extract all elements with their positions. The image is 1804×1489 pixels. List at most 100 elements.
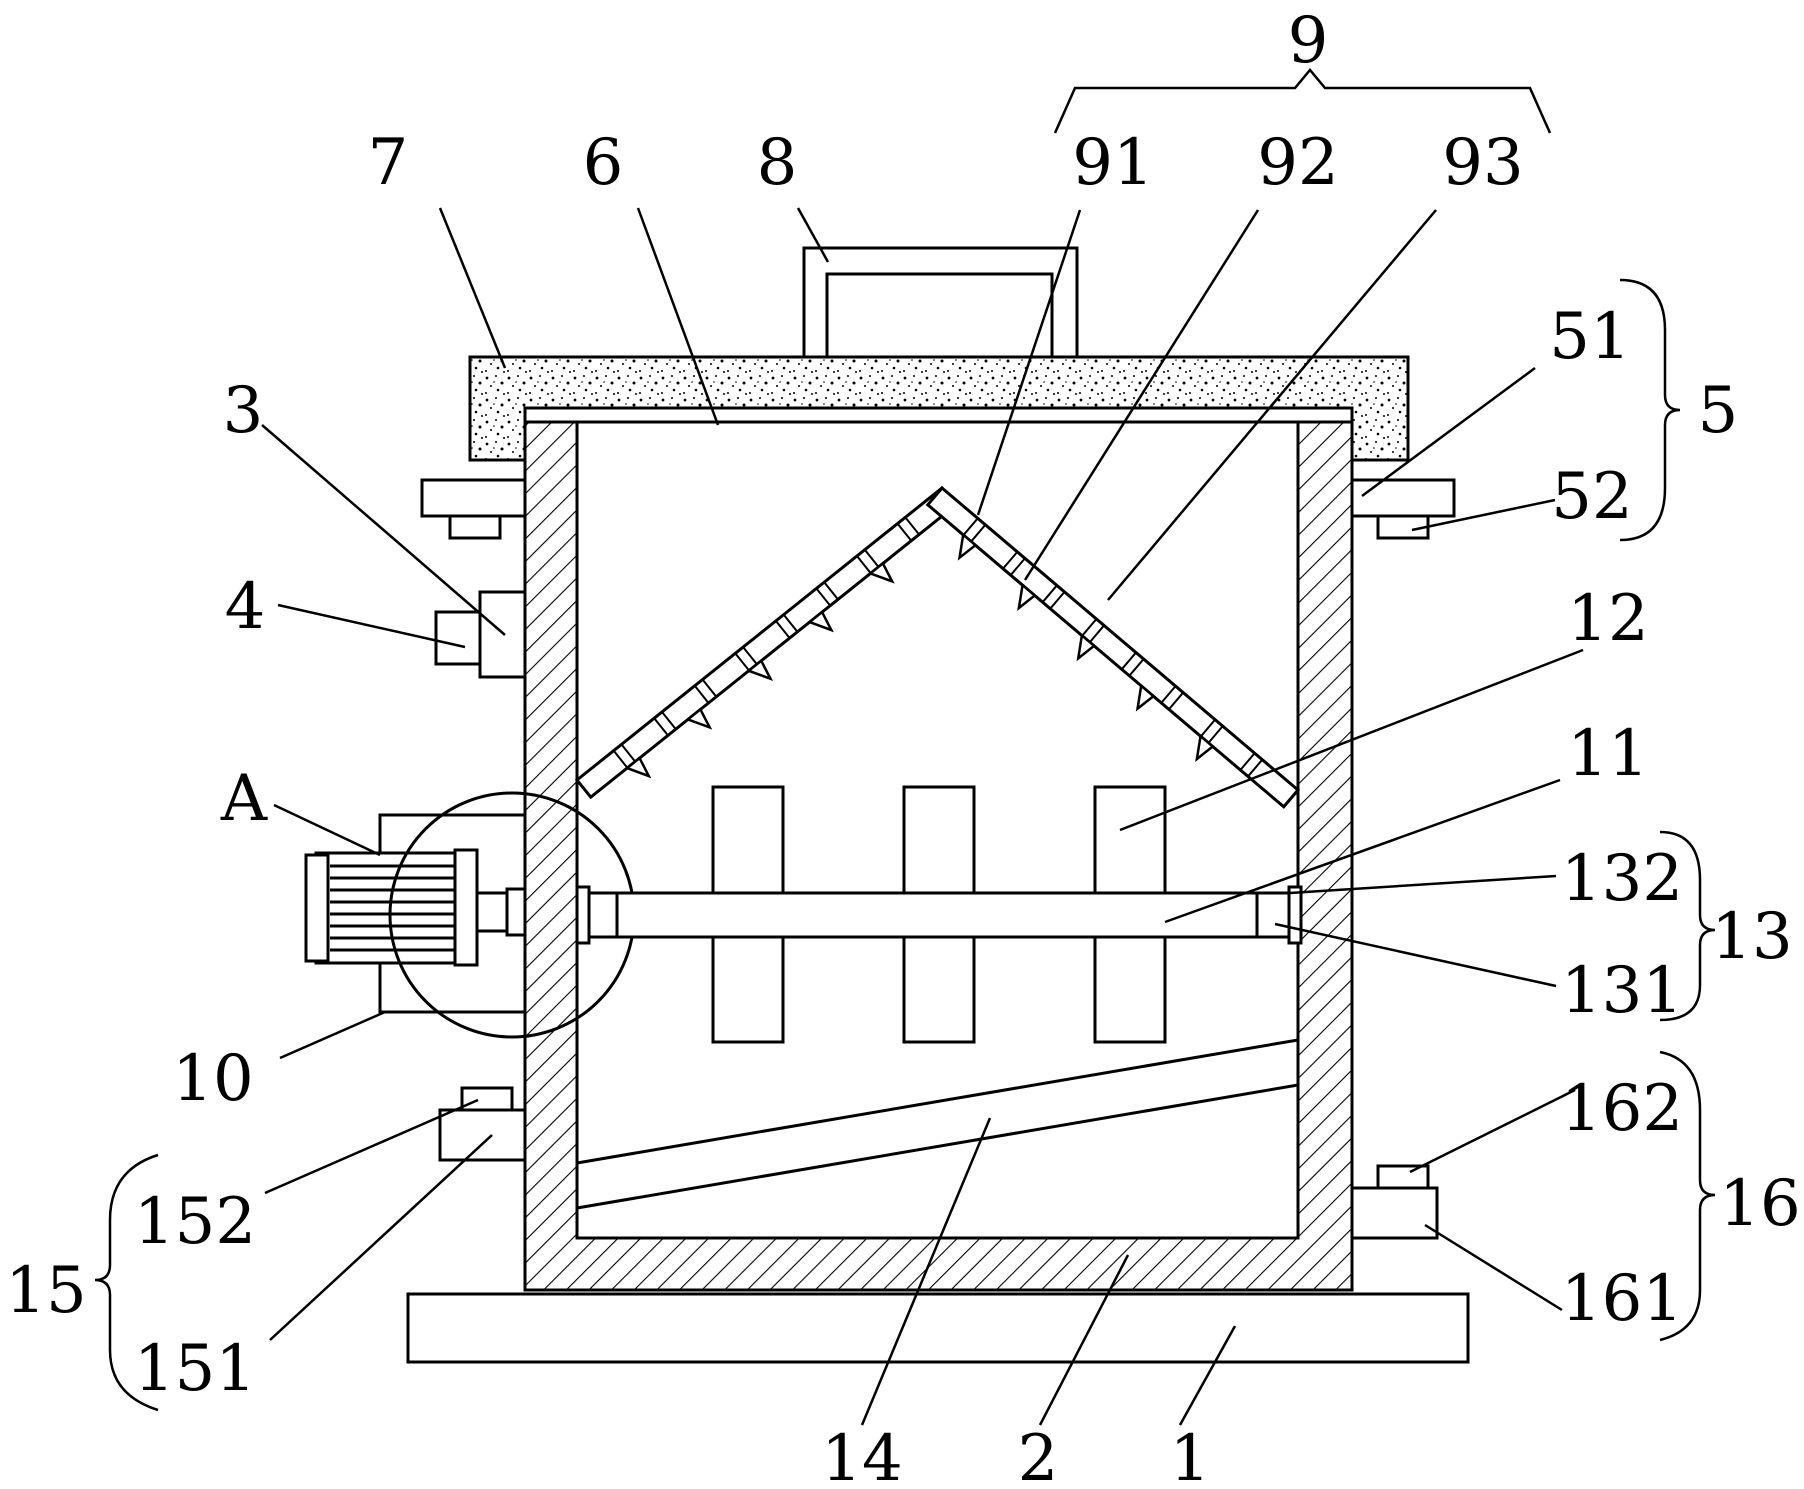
leader-151: [269, 1134, 493, 1341]
roof-bar-right-tooth: [957, 532, 978, 561]
roof-bar-left-segment-mark: [864, 549, 880, 568]
roof-bar-right-segment-mark: [1160, 685, 1177, 704]
roof-bar-right-segment-mark: [970, 524, 987, 543]
brace-9: [1053, 68, 1552, 134]
brace-5: [1619, 278, 1681, 542]
label-11: 11: [1567, 717, 1648, 791]
roof-bar-right-segment-mark: [1207, 725, 1224, 744]
roof-bar-left-segment-mark: [661, 711, 677, 730]
roof-bar-right-segment-mark: [1239, 752, 1256, 771]
brace-13: [1659, 830, 1716, 1022]
paddle-2-bottom: [902, 935, 976, 1044]
leader-131: [1274, 922, 1557, 988]
roof-bar-left-tooth: [867, 561, 895, 584]
motor-flange-right: [453, 848, 479, 967]
roof-bar-right-segment-mark: [1089, 624, 1105, 643]
bearing-right: [1255, 891, 1291, 939]
seal-layer: [523, 406, 1354, 424]
roof-bar-left-segment-mark: [823, 581, 839, 601]
roof-bar-right-segment-mark: [1128, 658, 1145, 677]
support-right-block: [1376, 1164, 1430, 1190]
label-161: 161: [1561, 1262, 1683, 1336]
label-14: 14: [821, 1422, 902, 1489]
label-52: 52: [1551, 460, 1632, 534]
paddle-1-bottom: [711, 935, 785, 1044]
label-1: 1: [1170, 1422, 1211, 1489]
leader-6: [636, 207, 720, 426]
bearing-right-cap: [1287, 885, 1303, 945]
roof-bar-left-tooth: [746, 658, 774, 682]
label-132: 132: [1561, 842, 1683, 916]
roof-bar-left-segment-mark: [856, 555, 872, 574]
roof-bar-right-segment-mark: [1081, 618, 1098, 637]
support-left: [438, 1108, 527, 1162]
stirring-shaft: [615, 891, 1259, 939]
leader-7: [438, 207, 507, 369]
leader-51: [1361, 366, 1536, 498]
roof-bar-right-segment-mark: [1200, 719, 1216, 738]
leader-92: [1023, 209, 1260, 581]
label-93: 93: [1442, 126, 1523, 200]
leader-93: [1107, 209, 1437, 601]
label-131: 131: [1561, 954, 1683, 1028]
label-10: 10: [172, 1042, 253, 1116]
leader-161: [1424, 1223, 1563, 1312]
label-8: 8: [757, 126, 798, 200]
roof-bar-right-segment-mark: [962, 517, 979, 536]
support-right: [1350, 1186, 1439, 1240]
label-2: 2: [1018, 1422, 1059, 1489]
roof-bar-right-segment-mark: [1049, 591, 1066, 610]
paddle-2-top: [902, 785, 976, 895]
leader-152: [264, 1098, 479, 1195]
leader-162: [1409, 1088, 1576, 1174]
roof-bar-left-tooth: [624, 756, 652, 779]
bearing-left-cap: [575, 885, 591, 945]
roof-bar-left: [574, 485, 958, 800]
label-91: 91: [1072, 126, 1153, 200]
leader-4: [277, 603, 466, 649]
label-92: 92: [1257, 126, 1338, 200]
valve: [434, 610, 482, 666]
roof-bar-left-tooth: [807, 610, 834, 633]
roof-bar-left-segment-mark: [612, 750, 629, 769]
roof-bar-right-segment-mark: [1009, 557, 1026, 576]
leader-14: [860, 1117, 992, 1426]
leader-1: [1178, 1325, 1237, 1426]
label-12: 12: [1567, 582, 1648, 656]
roof-bar-right-segment-mark: [1168, 691, 1184, 710]
roof-bar-left-segment-mark: [653, 717, 669, 737]
label-4: 4: [225, 570, 266, 644]
motor-flange-left: [304, 853, 330, 963]
brace-15: [94, 1153, 159, 1412]
motor-shaft-stub: [505, 887, 527, 937]
label-13: 13: [1711, 900, 1792, 974]
roof-bar-right-tooth: [1076, 633, 1097, 662]
label-51: 51: [1549, 300, 1630, 374]
roof-bar-left-tooth: [685, 707, 713, 730]
roof-bar-left-segment-mark: [904, 516, 920, 536]
roof-bar-left-segment-mark: [693, 685, 710, 704]
paddle-3-top: [1093, 785, 1167, 895]
crushing-roof: [574, 485, 1301, 809]
leader-11: [1164, 778, 1561, 924]
latch-plate-right: [1350, 478, 1456, 518]
label-15: 15: [5, 1254, 86, 1328]
label-9: 9: [1288, 4, 1329, 78]
roof-bar-right-segment-mark: [1120, 651, 1137, 670]
label-151: 151: [134, 1332, 256, 1406]
leader-52: [1411, 498, 1556, 532]
label-152: 152: [134, 1185, 256, 1259]
inclined-plate: [576, 1038, 1299, 1210]
brace-16: [1659, 1050, 1716, 1342]
leader-3: [261, 424, 506, 636]
roof-bar-left-segment-mark: [896, 522, 913, 542]
roof-bar-left-segment-mark: [620, 743, 636, 763]
feed-port: [478, 590, 527, 679]
latch-block-left: [448, 514, 502, 540]
roof-bar-right-tooth: [1135, 683, 1156, 712]
handle-inner: [825, 272, 1054, 357]
leader-2: [1038, 1254, 1130, 1426]
roof-bar-right-segment-mark: [1002, 551, 1019, 570]
leader-A: [273, 803, 381, 857]
